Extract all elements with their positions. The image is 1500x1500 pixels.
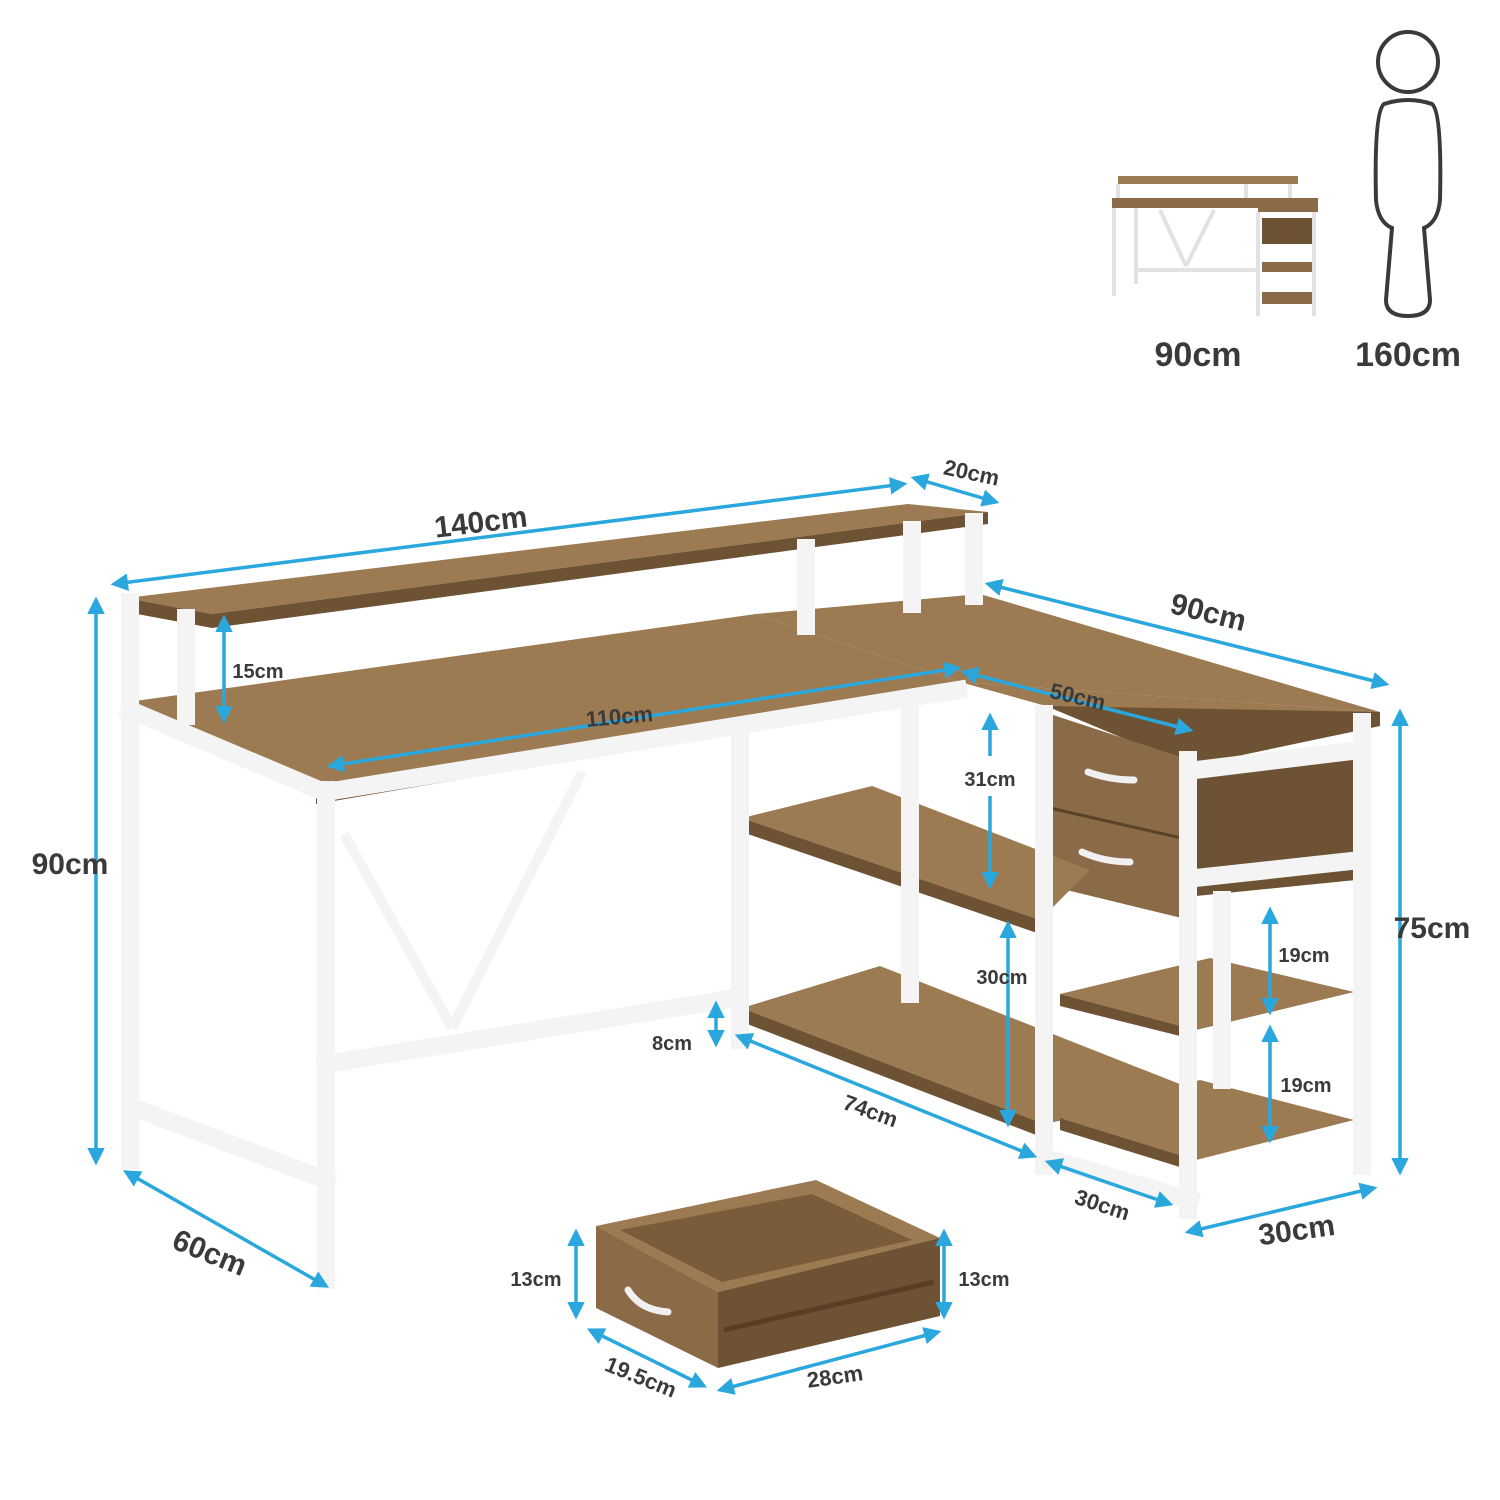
dim-shelf-length: 74cm: [840, 1090, 901, 1133]
dim-cabinet-width: 30cm: [1256, 1209, 1337, 1252]
dim-shelf-gap-lower: 30cm: [976, 967, 1027, 989]
dim-bottom-clearance: 8cm: [652, 1033, 692, 1055]
dim-side-shelf-gap-upper: 19cm: [1278, 945, 1329, 967]
dim-shelf-depth: 20cm: [941, 455, 1001, 491]
dim-desk-width-inner: 110cm: [585, 701, 654, 732]
drawer-illustration: [596, 1180, 940, 1368]
dim-desk-depth: 60cm: [168, 1224, 252, 1283]
dimension-arrows: [87, 473, 1409, 1395]
dim-total-width: 140cm: [432, 501, 529, 545]
dim-drawer-height-right: 13cm: [958, 1269, 1009, 1291]
dim-side-shelf-gap-lower: 19cm: [1280, 1075, 1331, 1097]
reference-desk-thumbnail: [1112, 176, 1318, 316]
person-silhouette-icon: [1373, 30, 1443, 319]
dim-cabinet-depth: 30cm: [1072, 1184, 1133, 1225]
dim-total-height: 90cm: [32, 848, 109, 881]
dim-drawer-depth: 19.5cm: [602, 1351, 681, 1402]
dim-cabinet-height: 75cm: [1394, 912, 1471, 945]
dim-riser-height: 15cm: [232, 661, 283, 683]
reference-person-height: 160cm: [1355, 336, 1461, 374]
reference-desk-height: 90cm: [1155, 336, 1242, 374]
dim-drawer-height-left: 13cm: [510, 1269, 561, 1291]
dim-shelf-gap-upper: 31cm: [964, 769, 1015, 791]
